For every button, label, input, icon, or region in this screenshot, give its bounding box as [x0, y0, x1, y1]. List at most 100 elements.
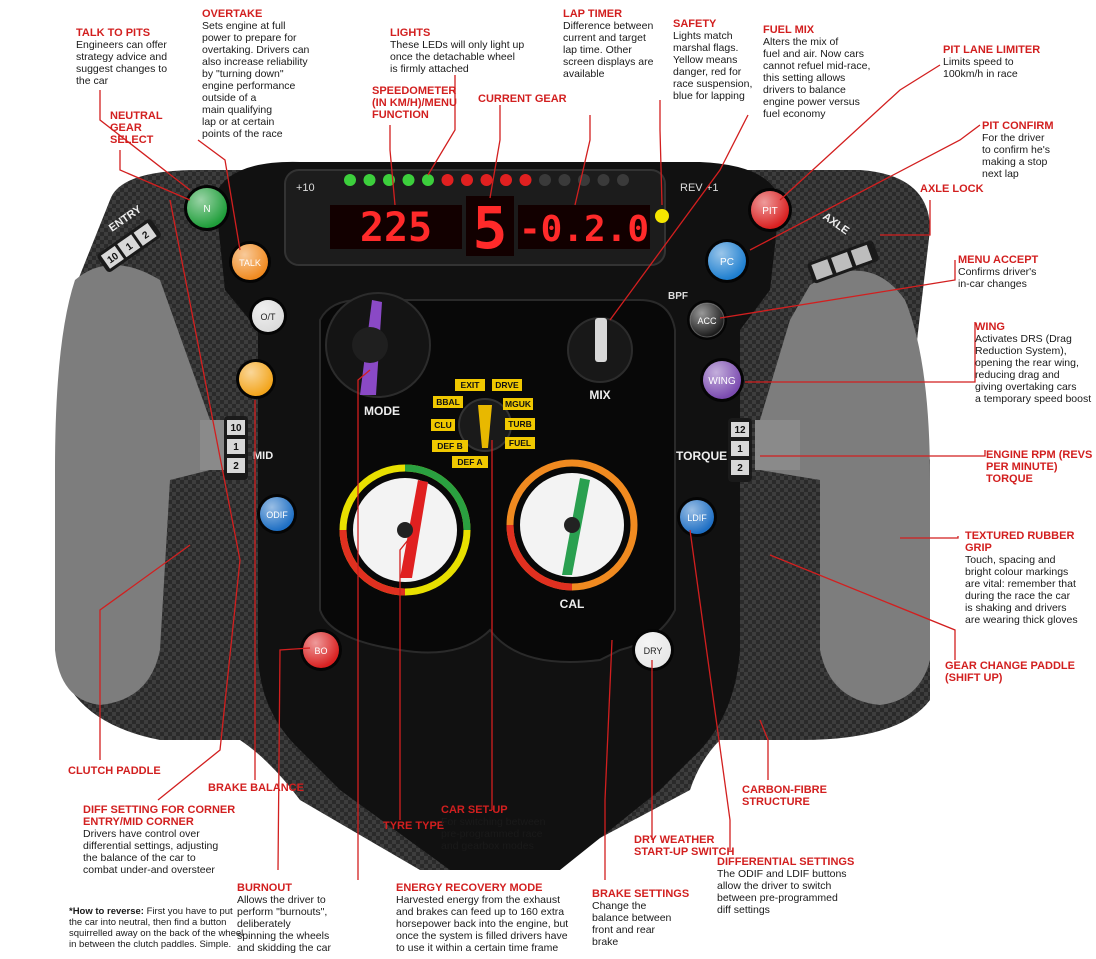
callout-body: For switching between pre-programmed rac…: [441, 816, 546, 852]
thumbwheel-value: 10: [230, 423, 242, 434]
button-shine: [680, 500, 714, 534]
rotary-position-label: TURB: [505, 418, 535, 430]
callout-body: Allows the driver to perform "burnouts",…: [237, 894, 331, 954]
callout-body: Drivers have control over differential s…: [83, 828, 219, 876]
callout-title: DRY WEATHER START-UP SWITCH: [634, 834, 735, 858]
callout-title: MENU ACCEPT: [958, 254, 1039, 266]
rotary-label-bg: [455, 379, 485, 391]
thumbwheel-value: 1: [124, 241, 135, 253]
callout-title: AXLE LOCK: [920, 183, 984, 195]
rotary-position-label: EXIT: [455, 379, 485, 391]
burnout-button[interactable]: BO: [300, 629, 342, 671]
wing-button[interactable]: WING: [700, 358, 744, 402]
talk-button-label: TALK: [239, 258, 261, 268]
dry-button[interactable]: DRY: [632, 629, 674, 671]
thumbwheel-value: 1: [233, 442, 239, 453]
rotary-label-bg: [431, 419, 455, 431]
axle-lock-thumbwheel[interactable]: [807, 240, 880, 285]
callout-wing: WING Activates DRS (Drag Reduction Syste…: [975, 321, 1091, 405]
neutral-button[interactable]: N: [184, 185, 230, 231]
shift-led: [363, 174, 376, 186]
thumbwheel-cell: [831, 252, 853, 273]
pit-confirm-button[interactable]: PC: [705, 239, 749, 283]
callout-gear-change-paddle: GEAR CHANGE PADDLE (SHIFT UP): [945, 660, 1075, 684]
callout-carbon-fibre: CARBON-FIBRE STRUCTURE: [742, 784, 827, 808]
label-mix: MIX: [589, 388, 610, 402]
label-torque: TORQUE: [676, 449, 727, 463]
neutral-button-label: N: [203, 204, 210, 215]
thumbwheel-cell: [731, 422, 749, 437]
callout-title: TYRE TYPE: [383, 820, 445, 832]
odif-button-label: ODIF: [266, 510, 288, 520]
ldif-button[interactable]: LDIF: [677, 497, 717, 537]
button-shine: [690, 303, 724, 337]
button-shine: [751, 191, 789, 229]
burnout-button-label: BO: [314, 646, 327, 656]
rotary-label-text: DRVE: [495, 380, 519, 390]
callout-title: PIT LANE LIMITER: [943, 44, 1041, 56]
safety-light-yellow: [655, 209, 669, 223]
mix-rotary[interactable]: [567, 317, 633, 383]
callout-body: Activates DRS (Drag Reduction System), o…: [975, 333, 1092, 405]
mode-rotary[interactable]: [325, 292, 431, 398]
shift-led: [558, 174, 571, 186]
talk-button[interactable]: TALK: [229, 241, 271, 283]
rotary-label-text: CLU: [434, 420, 451, 430]
shift-led: [539, 174, 551, 186]
thumbwheel-cell: [100, 245, 124, 269]
label-bpf: BPF: [668, 291, 688, 302]
shift-led: [402, 174, 415, 186]
gear-display-frame: [466, 196, 514, 256]
rotary-label-bg: [503, 398, 533, 410]
odif-button[interactable]: ODIF: [257, 494, 297, 534]
callout-axle-lock: AXLE LOCK: [920, 183, 984, 195]
thumbwheel-cell: [133, 222, 157, 246]
callout-brake-settings: BRAKE SETTINGS Change the balance betwee…: [592, 888, 689, 948]
callout-engine-rpm: ENGINE RPM (REVS PER MINUTE) TORQUE: [986, 449, 1096, 485]
rotary-position-label: MGUK: [503, 398, 533, 410]
callout-burnout: BURNOUT Allows the driver to perform "bu…: [237, 882, 331, 954]
label-plus10: +10: [296, 182, 315, 194]
cal-rotary[interactable]: [506, 459, 638, 591]
pit-confirm-button-label: PC: [720, 257, 734, 268]
rotary-position-label: BBAL: [433, 396, 463, 408]
callout-body: Difference between current and target la…: [563, 20, 654, 80]
callout-title: TEXTURED RUBBER GRIP: [965, 530, 1075, 554]
callout-title: CURRENT GEAR: [478, 93, 567, 105]
callout-textured-grip: TEXTURED RUBBER GRIP Touch, spacing and …: [965, 530, 1096, 626]
callout-car-setup: CAR SET-UP For switching between pre-pro…: [441, 804, 545, 852]
rotary-label-text: BBAL: [436, 397, 460, 407]
callout-tyre-type: TYRE TYPE: [383, 820, 444, 832]
callout-energy-recovery: ENERGY RECOVERY MODE Harvested energy fr…: [396, 882, 568, 954]
label-mode: MODE: [364, 404, 400, 418]
shift-led: [519, 174, 532, 186]
callout-title: CAR SET-UP: [441, 804, 508, 816]
callout-body: Confirms driver's in-car changes: [958, 266, 1037, 290]
thumbwheel-cell: [227, 420, 245, 435]
shift-led: [461, 174, 473, 186]
ldif-button-label: LDIF: [687, 513, 707, 523]
overtake-button[interactable]: O/T: [249, 297, 287, 335]
tyre-type-rotary[interactable]: [339, 464, 471, 596]
brake-balance-button[interactable]: [236, 359, 276, 399]
button-shine: [708, 242, 746, 280]
wing-button-label: WING: [708, 376, 735, 387]
callout-brake-balance: BRAKE BALANCE: [208, 782, 304, 794]
label-plus1: +1: [706, 182, 719, 194]
thumbwheel-cell: [117, 234, 141, 258]
callout-overtake: OVERTAKE Sets engine at full power to pr…: [202, 8, 309, 140]
shift-led: [500, 174, 512, 186]
shift-lights: [344, 174, 629, 186]
label-mid: MID: [253, 450, 273, 462]
callout-diff-setting: DIFF SETTING FOR CORNER ENTRY/MID CORNER…: [83, 804, 235, 876]
thumbwheel-value: 2: [737, 463, 743, 474]
thumbwheel-cell: [227, 458, 245, 473]
callout-title: ENGINE RPM (REVS PER MINUTE) TORQUE: [986, 449, 1093, 485]
menu-accept-button[interactable]: ACC: [687, 300, 727, 340]
reverse-note-lead: *How to reverse:: [69, 906, 144, 917]
callout-lights: LIGHTS These LEDs will only light up onc…: [390, 27, 524, 75]
